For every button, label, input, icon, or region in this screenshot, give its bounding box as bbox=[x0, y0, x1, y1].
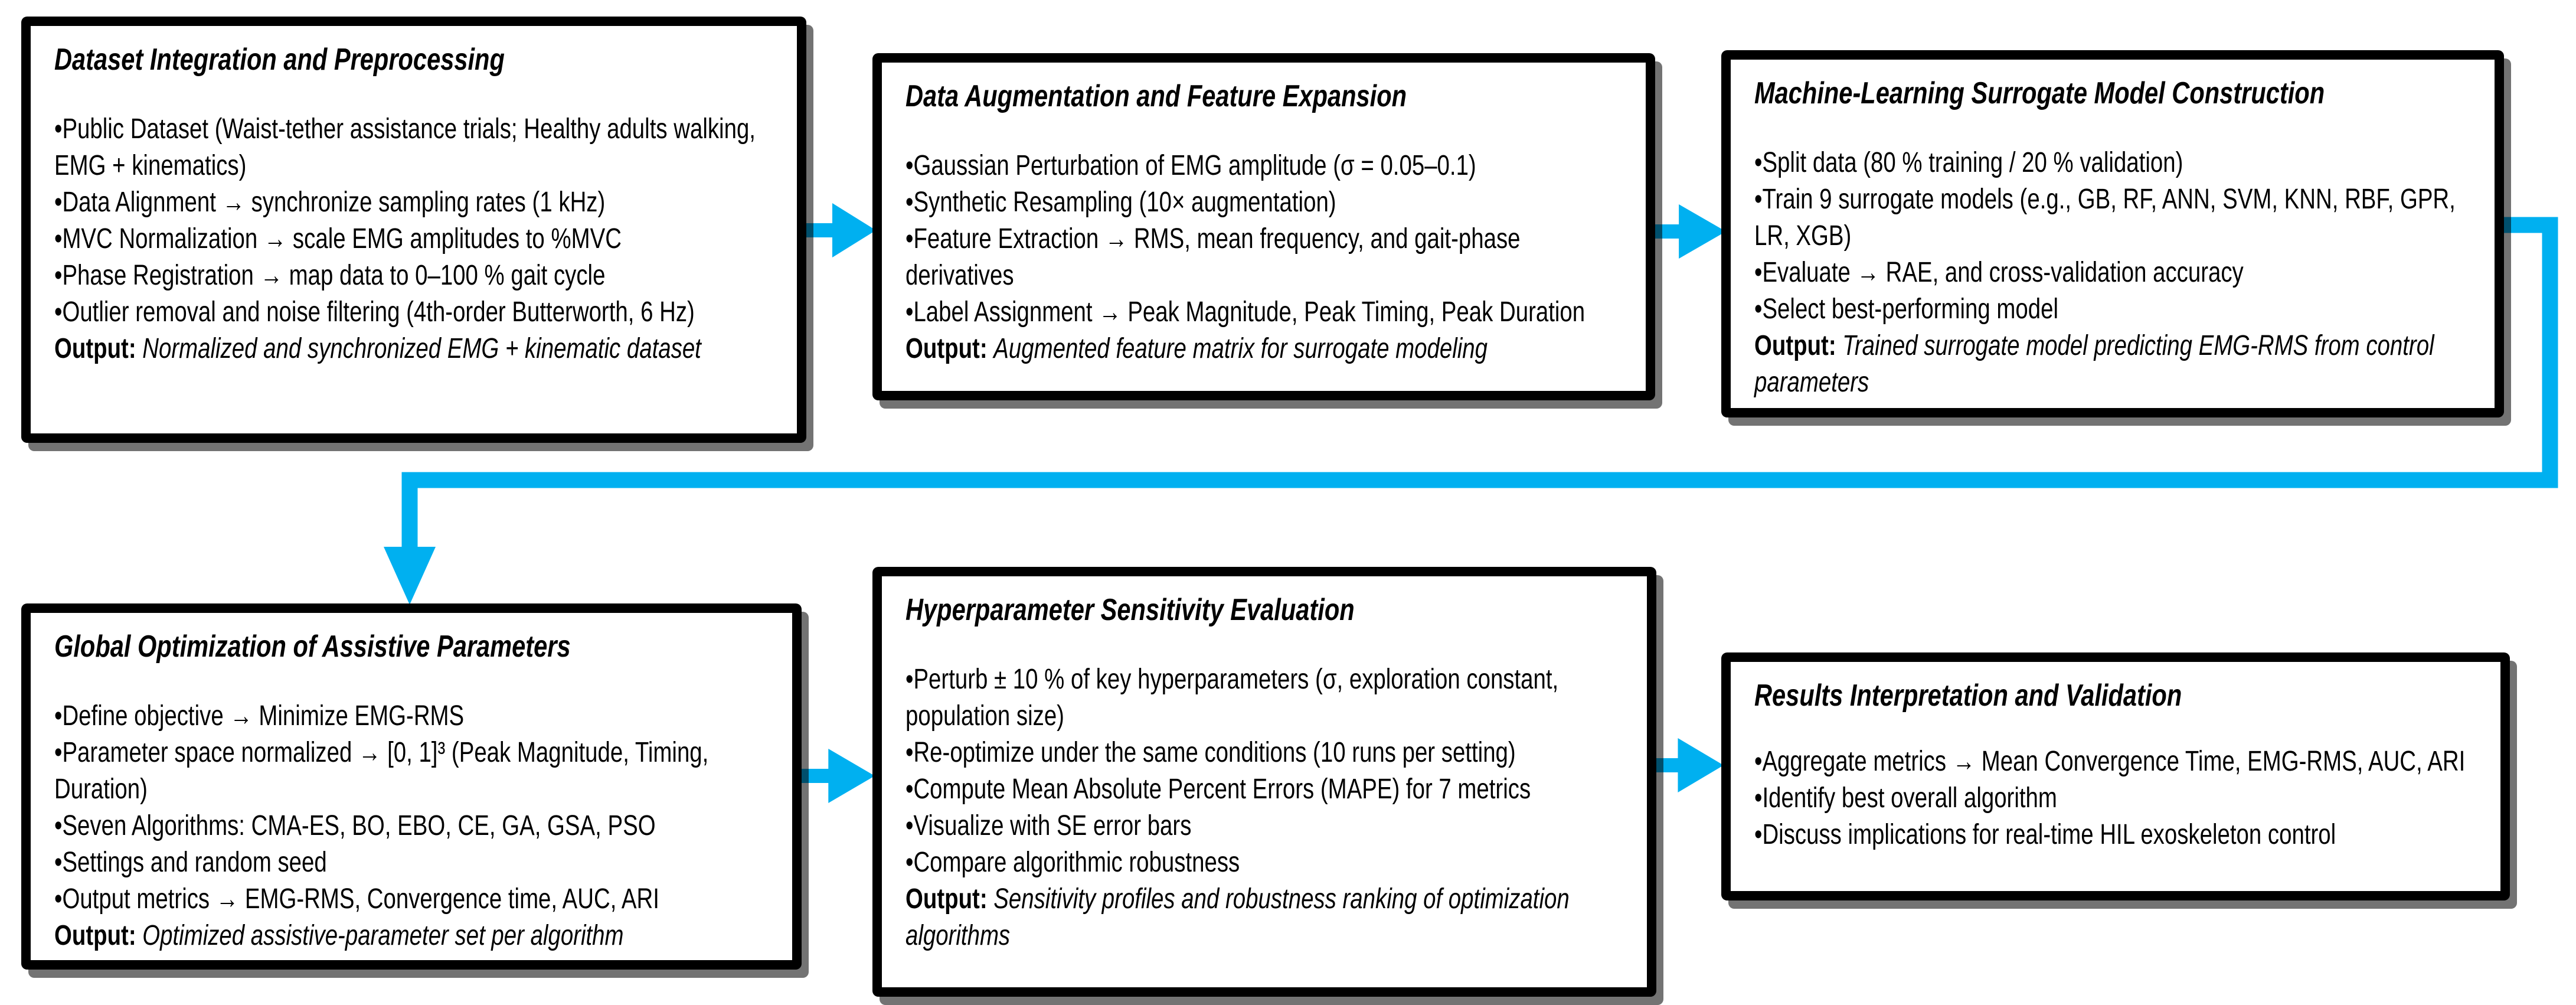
bullet-item: •Discuss implications for real-time HIL … bbox=[1754, 819, 2336, 850]
bullet-item: •Visualize with SE error bars bbox=[905, 810, 1192, 841]
box-title: Results Interpretation and Validation bbox=[1754, 678, 2182, 713]
bullet-item: •Perturb ± 10 % of key hyperparameters (… bbox=[905, 664, 1559, 732]
box-data-augmentation-feature-expansion: Data Augmentation and Feature Expansion … bbox=[872, 53, 1655, 400]
bullet-item: •Public Dataset (Waist-tether assistance… bbox=[54, 113, 756, 181]
box-title: Dataset Integration and Preprocessing bbox=[54, 43, 505, 77]
bullet-item: •Feature Extraction → RMS, mean frequenc… bbox=[905, 223, 1521, 291]
box-results-interpretation-validation: Results Interpretation and Validation •A… bbox=[1721, 652, 2510, 900]
box-dataset-integration-preprocessing: Dataset Integration and Preprocessing •P… bbox=[21, 17, 806, 443]
flow-arrow-right-icon bbox=[802, 203, 876, 257]
bullet-list: •Split data (80 % training / 20 % valida… bbox=[1754, 145, 2471, 401]
box-title: Global Optimization of Assistive Paramet… bbox=[54, 629, 571, 664]
output-line: Output: Sensitivity profiles and robustn… bbox=[905, 881, 1623, 954]
flow-arrow-right-icon bbox=[1646, 204, 1726, 259]
bullet-list: •Gaussian Perturbation of EMG amplitude … bbox=[905, 148, 1622, 367]
output-line: Output: Optimized assistive-parameter se… bbox=[54, 918, 769, 954]
bullet-item: •MVC Normalization → scale EMG amplitude… bbox=[54, 223, 622, 254]
output-line: Output: Augmented feature matrix for sur… bbox=[905, 331, 1622, 367]
box-ml-surrogate-model-construction: Machine-Learning Surrogate Model Constru… bbox=[1721, 50, 2504, 417]
bullet-list: •Perturb ± 10 % of key hyperparameters (… bbox=[905, 661, 1623, 954]
bullet-item: •Split data (80 % training / 20 % valida… bbox=[1754, 147, 2183, 178]
bullet-item: •Re-optimize under the same conditions (… bbox=[905, 737, 1516, 768]
flow-arrow-right-icon bbox=[1646, 738, 1724, 792]
output-text: Sensitivity profiles and robustness rank… bbox=[905, 883, 1570, 951]
bullet-item: •Select best-performing model bbox=[1754, 293, 2059, 325]
output-text: Trained surrogate model predicting EMG-R… bbox=[1754, 330, 2434, 398]
output-label: Output: bbox=[1754, 330, 1843, 361]
bullet-item: •Output metrics → EMG-RMS, Convergence t… bbox=[54, 883, 659, 915]
output-label: Output: bbox=[905, 883, 994, 915]
box-title: Data Augmentation and Feature Expansion bbox=[905, 79, 1407, 113]
output-label: Output: bbox=[905, 333, 994, 364]
bullet-item: •Synthetic Resampling (10× augmentation) bbox=[905, 187, 1336, 218]
bullet-item: •Settings and random seed bbox=[54, 847, 327, 878]
bullet-list: •Aggregate metrics → Mean Convergence Ti… bbox=[1754, 743, 2477, 853]
output-text: Optimized assistive-parameter set per al… bbox=[142, 920, 624, 951]
bullet-list: •Public Dataset (Waist-tether assistance… bbox=[54, 111, 773, 367]
bullet-item: •Outlier removal and noise filtering (4t… bbox=[54, 296, 695, 328]
output-text: Normalized and synchronized EMG + kinema… bbox=[142, 333, 701, 364]
bullet-item: •Aggregate metrics → Mean Convergence Ti… bbox=[1754, 746, 2466, 777]
bullet-item: •Data Alignment → synchronize sampling r… bbox=[54, 187, 606, 218]
bullet-item: •Parameter space normalized → [0, 1]³ (P… bbox=[54, 737, 709, 805]
bullet-item: •Evaluate → RAE, and cross-validation ac… bbox=[1754, 257, 2244, 288]
box-title: Hyperparameter Sensitivity Evaluation bbox=[905, 593, 1355, 627]
output-line: Output: Normalized and synchronized EMG … bbox=[54, 331, 773, 367]
flow-arrow-right-icon bbox=[796, 749, 875, 803]
bullet-item: •Identify best overall algorithm bbox=[1754, 782, 2057, 814]
box-hyperparameter-sensitivity-evaluation: Hyperparameter Sensitivity Evaluation •P… bbox=[872, 567, 1656, 997]
bullet-item: •Compute Mean Absolute Percent Errors (M… bbox=[905, 774, 1531, 805]
output-label: Output: bbox=[54, 333, 143, 364]
bullet-item: •Phase Registration → map data to 0–100 … bbox=[54, 260, 606, 291]
bullet-list: •Define objective → Minimize EMG-RMS •Par… bbox=[54, 698, 769, 954]
bullet-item: •Gaussian Perturbation of EMG amplitude … bbox=[905, 150, 1476, 181]
bullet-item: •Label Assignment → Peak Magnitude, Peak… bbox=[905, 296, 1586, 328]
bullet-item: •Define objective → Minimize EMG-RMS bbox=[54, 700, 465, 732]
output-text: Augmented feature matrix for surrogate m… bbox=[993, 333, 1488, 364]
bullet-item: •Seven Algorithms: CMA-ES, BO, EBO, CE, … bbox=[54, 810, 656, 841]
output-label: Output: bbox=[54, 920, 143, 951]
box-title: Machine-Learning Surrogate Model Constru… bbox=[1754, 76, 2325, 110]
box-global-optimization-assistive-parameters: Global Optimization of Assistive Paramet… bbox=[21, 603, 802, 970]
output-line: Output: Trained surrogate model predicti… bbox=[1754, 328, 2471, 401]
bullet-item: •Train 9 surrogate models (e.g., GB, RF,… bbox=[1754, 184, 2456, 252]
bullet-item: •Compare algorithmic robustness bbox=[905, 847, 1240, 878]
